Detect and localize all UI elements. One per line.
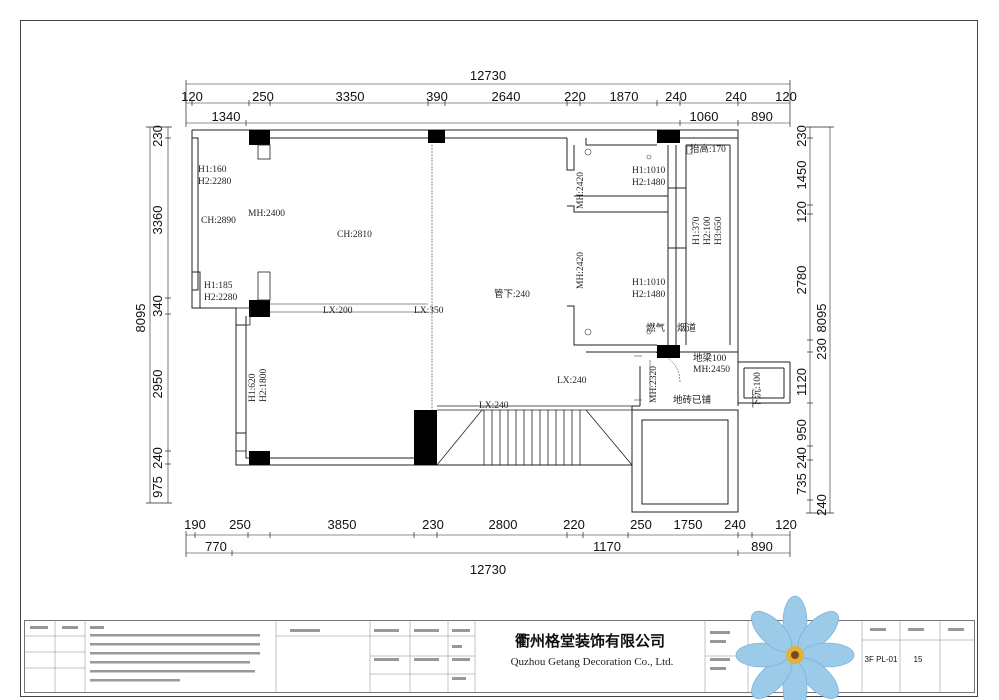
small-posts [235, 144, 271, 452]
annotation-flue: 烟道 [677, 322, 697, 334]
annotation-sunken: 下沉:100 [752, 372, 763, 408]
bottom-sub-label: 770 [205, 539, 227, 554]
right-dim-label: 950 [794, 419, 809, 441]
dimension-lines [149, 83, 831, 554]
top-sub-label: 1060 [690, 109, 719, 124]
annotation-h1: H1:1010 [632, 166, 666, 176]
annotation-mh: MH:2450 [693, 365, 730, 375]
annotation-lx: LX:240 [557, 376, 587, 386]
annotation-h2: H2:1480 [632, 290, 666, 300]
annotation-mh: MH:2320 [649, 366, 659, 403]
left-dim-label: 240 [150, 447, 165, 469]
annotation-gas: 燃气 [646, 322, 666, 334]
annotation-pipe-height: 管下:240 [494, 288, 530, 300]
annotation-h1: H1:185 [204, 281, 233, 291]
left-dim-label: 340 [150, 295, 165, 317]
top-dim-label: 220 [564, 89, 586, 104]
sheet-border [20, 20, 978, 697]
bottom-dim-label: 250 [229, 517, 251, 532]
annotation-ch: CH:2810 [337, 230, 372, 240]
right-dim-label: 1120 [794, 368, 809, 396]
left-dim-label: 2950 [150, 370, 165, 399]
top-dim-label: 1870 [610, 89, 639, 104]
bottom-dim-label: 240 [724, 517, 746, 532]
right-dim-label: 230 [794, 125, 809, 147]
left-dim-label: 975 [150, 476, 165, 498]
annotation-lx: LX:350 [414, 306, 444, 316]
bottom-dim-label: 220 [563, 517, 585, 532]
right-dim-label: 1450 [794, 161, 809, 190]
annotation-h2: H2:2280 [198, 177, 232, 187]
bottom-total-label: 12730 [470, 562, 506, 577]
top-dim-label: 390 [426, 89, 448, 104]
annotation-h1: H1:620 [248, 373, 258, 402]
top-sub-label: 890 [751, 109, 773, 124]
annotation-mh: MH:2420 [576, 172, 586, 209]
right-dim-label: 240 [814, 494, 829, 516]
bottom-dim-label: 3850 [328, 517, 357, 532]
bottom-dim-label: 2800 [489, 517, 518, 532]
top-dim-label: 240 [725, 89, 747, 104]
right-dim-label: 735 [794, 473, 809, 495]
annotation-h2: H2:1800 [259, 369, 269, 403]
left-total-label: 8095 [133, 304, 148, 333]
flower-logo [735, 595, 855, 700]
bottom-sub-label: 890 [751, 539, 773, 554]
right-dim-label: 2780 [794, 266, 809, 295]
right-dim-label: 230 [814, 338, 829, 360]
left-dim-label: 230 [150, 125, 165, 147]
top-total-label: 12730 [470, 68, 506, 83]
top-sub-label: 1340 [212, 109, 241, 124]
top-dim-label: 3350 [336, 89, 365, 104]
columns [249, 130, 680, 465]
walls [191, 129, 791, 513]
company-name-cn: 衢州格堂装饰有限公司 [515, 632, 665, 650]
drawing-number: 3F PL-01 [865, 655, 898, 664]
top-dim-label: 2640 [492, 89, 521, 104]
room-annotations: H1:160 H2:2280 CH:2890 MH:2400 CH:2810 H… [198, 143, 763, 411]
annotation-tiles-laid: 地砖已铺 [673, 394, 711, 406]
annotation-ground-beam: 地梁100 [693, 352, 727, 364]
top-dim-label: 240 [665, 89, 687, 104]
right-total-label: 8095 [814, 304, 829, 333]
company-name-en: Quzhou Getang Decoration Co., Ltd. [511, 656, 674, 668]
bottom-dim-label: 120 [775, 517, 797, 532]
bottom-dim-label: 1750 [674, 517, 703, 532]
bottom-dim-label: 250 [630, 517, 652, 532]
bottom-dim-label: 230 [422, 517, 444, 532]
staircase [436, 405, 633, 466]
bottom-sub-label: 1170 [593, 539, 621, 554]
top-dim-label: 250 [252, 89, 274, 104]
right-dim-label: 240 [794, 447, 809, 469]
annotation-h3: H3:650 [714, 216, 724, 245]
left-dim-label: 3360 [150, 206, 165, 235]
annotation-h2: H2:100 [703, 216, 713, 245]
page-number: 15 [914, 655, 923, 664]
annotation-lx: LX:200 [323, 306, 353, 316]
top-dim-label: 120 [775, 89, 797, 104]
dimension-ticks [146, 80, 834, 557]
annotation-lx: LX:240 [479, 401, 509, 411]
top-dim-label: 120 [181, 89, 203, 104]
dimension-labels: 12730 120 250 3350 390 2640 220 1870 240… [181, 68, 797, 577]
left-dimension-labels: 230 3360 340 2950 240 975 8095 [133, 125, 165, 498]
right-dimension-labels: 230 1450 120 2780 230 1120 950 240 735 2… [794, 125, 829, 516]
bottom-dim-label: 190 [184, 517, 206, 532]
annotation-h2: H2:2280 [204, 293, 238, 303]
fixtures [584, 145, 693, 401]
right-dim-label: 120 [794, 201, 809, 223]
annotation-ch: CH:2890 [201, 216, 236, 226]
annotation-h2: H2:1480 [632, 178, 666, 188]
annotation-mh: MH:2420 [576, 252, 586, 289]
annotation-h1: H1:160 [198, 165, 227, 175]
annotation-h1: H1:370 [692, 216, 702, 245]
annotation-raised: 抬高:170 [690, 143, 726, 155]
annotation-h1: H1:1010 [632, 278, 666, 288]
annotation-mh: MH:2400 [248, 209, 285, 219]
